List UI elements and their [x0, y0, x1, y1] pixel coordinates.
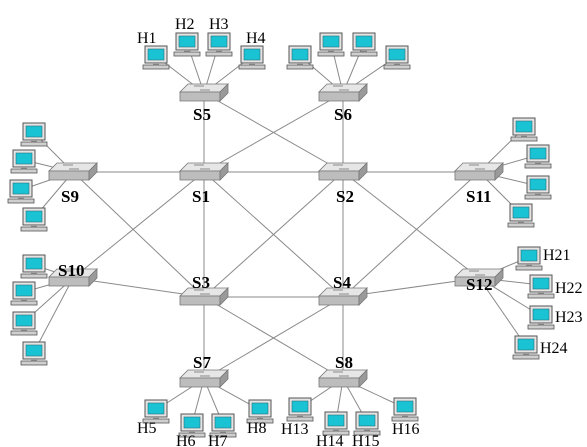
host-computer [142, 399, 170, 424]
host-computer [20, 207, 48, 232]
switch-s12 [454, 268, 504, 287]
host-computer [10, 281, 38, 306]
switch-s2 [318, 162, 368, 181]
switch-label-s3: S3 [192, 273, 210, 292]
host-computer [205, 32, 233, 57]
switch-label-s8: S8 [335, 353, 353, 372]
host-computer [173, 32, 201, 57]
switch-s11 [454, 162, 504, 181]
host-link [478, 277, 527, 347]
switch-s10 [48, 268, 98, 287]
switch-s1 [179, 162, 229, 181]
host-computer [383, 45, 411, 70]
host-label-h14: H14 [316, 433, 344, 447]
host-computer [10, 311, 38, 336]
host-label-h8: H8 [247, 420, 267, 437]
host-computer [527, 305, 555, 330]
switch-s9 [48, 162, 98, 181]
link-s8-s3 [203, 296, 344, 380]
switch-label-s2: S2 [336, 187, 354, 206]
host-computer [20, 341, 48, 366]
switch-label-s5: S5 [193, 105, 211, 124]
link-s9-s3 [72, 171, 205, 298]
switch-s7 [179, 369, 229, 388]
host-label-h13: H13 [281, 421, 309, 438]
link-s12-s2 [342, 171, 480, 279]
host-computer [209, 413, 237, 438]
host-label-h3: H3 [209, 16, 229, 33]
host-link [33, 277, 74, 353]
host-computer [353, 411, 381, 436]
switch-label-s12: S12 [466, 275, 492, 294]
link-s11-s4 [342, 171, 480, 298]
switch-s4 [318, 287, 368, 306]
switch-s5 [179, 83, 229, 102]
switch-label-s1: S1 [192, 187, 210, 206]
host-computer [178, 413, 206, 438]
host-computer [238, 45, 266, 70]
host-label-h6: H6 [176, 433, 196, 447]
host-computer [7, 179, 35, 204]
switch-s8 [318, 369, 368, 388]
host-label-h24: H24 [540, 340, 568, 357]
host-label-h21: H21 [543, 247, 571, 264]
host-label-h15: H15 [352, 433, 380, 447]
link-s2-s3 [203, 171, 344, 298]
host-computer [510, 117, 538, 142]
host-computer [527, 274, 555, 299]
switch-s6 [318, 83, 368, 102]
host-label-h1: H1 [137, 30, 157, 47]
host-computer [317, 32, 345, 57]
host-computer [286, 45, 314, 70]
switch-label-s9: S9 [61, 187, 79, 206]
switch-label-s6: S6 [334, 105, 352, 124]
host-label-h7: H7 [208, 433, 228, 447]
host-computer [524, 144, 552, 169]
host-computer [512, 335, 540, 360]
switch-label-s4: S4 [333, 273, 351, 292]
switch-s3 [179, 287, 229, 306]
host-label-h5: H5 [137, 420, 157, 437]
host-label-h16: H16 [392, 421, 420, 438]
host-computer [286, 397, 314, 422]
link-s10-s1 [72, 171, 205, 279]
host-label-h23: H23 [555, 309, 583, 326]
host-label-h2: H2 [175, 16, 195, 33]
host-computer [391, 397, 419, 422]
host-label-h4: H4 [246, 30, 266, 47]
switch-label-s7: S7 [193, 353, 211, 372]
host-computer [350, 32, 378, 57]
host-computer [322, 411, 350, 436]
host-computer [142, 45, 170, 70]
host-computer [20, 122, 48, 147]
host-computer [20, 254, 48, 279]
switch-label-s11: S11 [466, 187, 492, 206]
host-computer [246, 399, 274, 424]
link-s6-s1 [203, 92, 344, 173]
host-computer [10, 149, 38, 174]
host-computer [507, 203, 535, 228]
switch-label-s10: S10 [58, 261, 84, 280]
host-computer [515, 246, 543, 271]
host-label-h22: H22 [555, 280, 583, 297]
host-computer [524, 175, 552, 200]
